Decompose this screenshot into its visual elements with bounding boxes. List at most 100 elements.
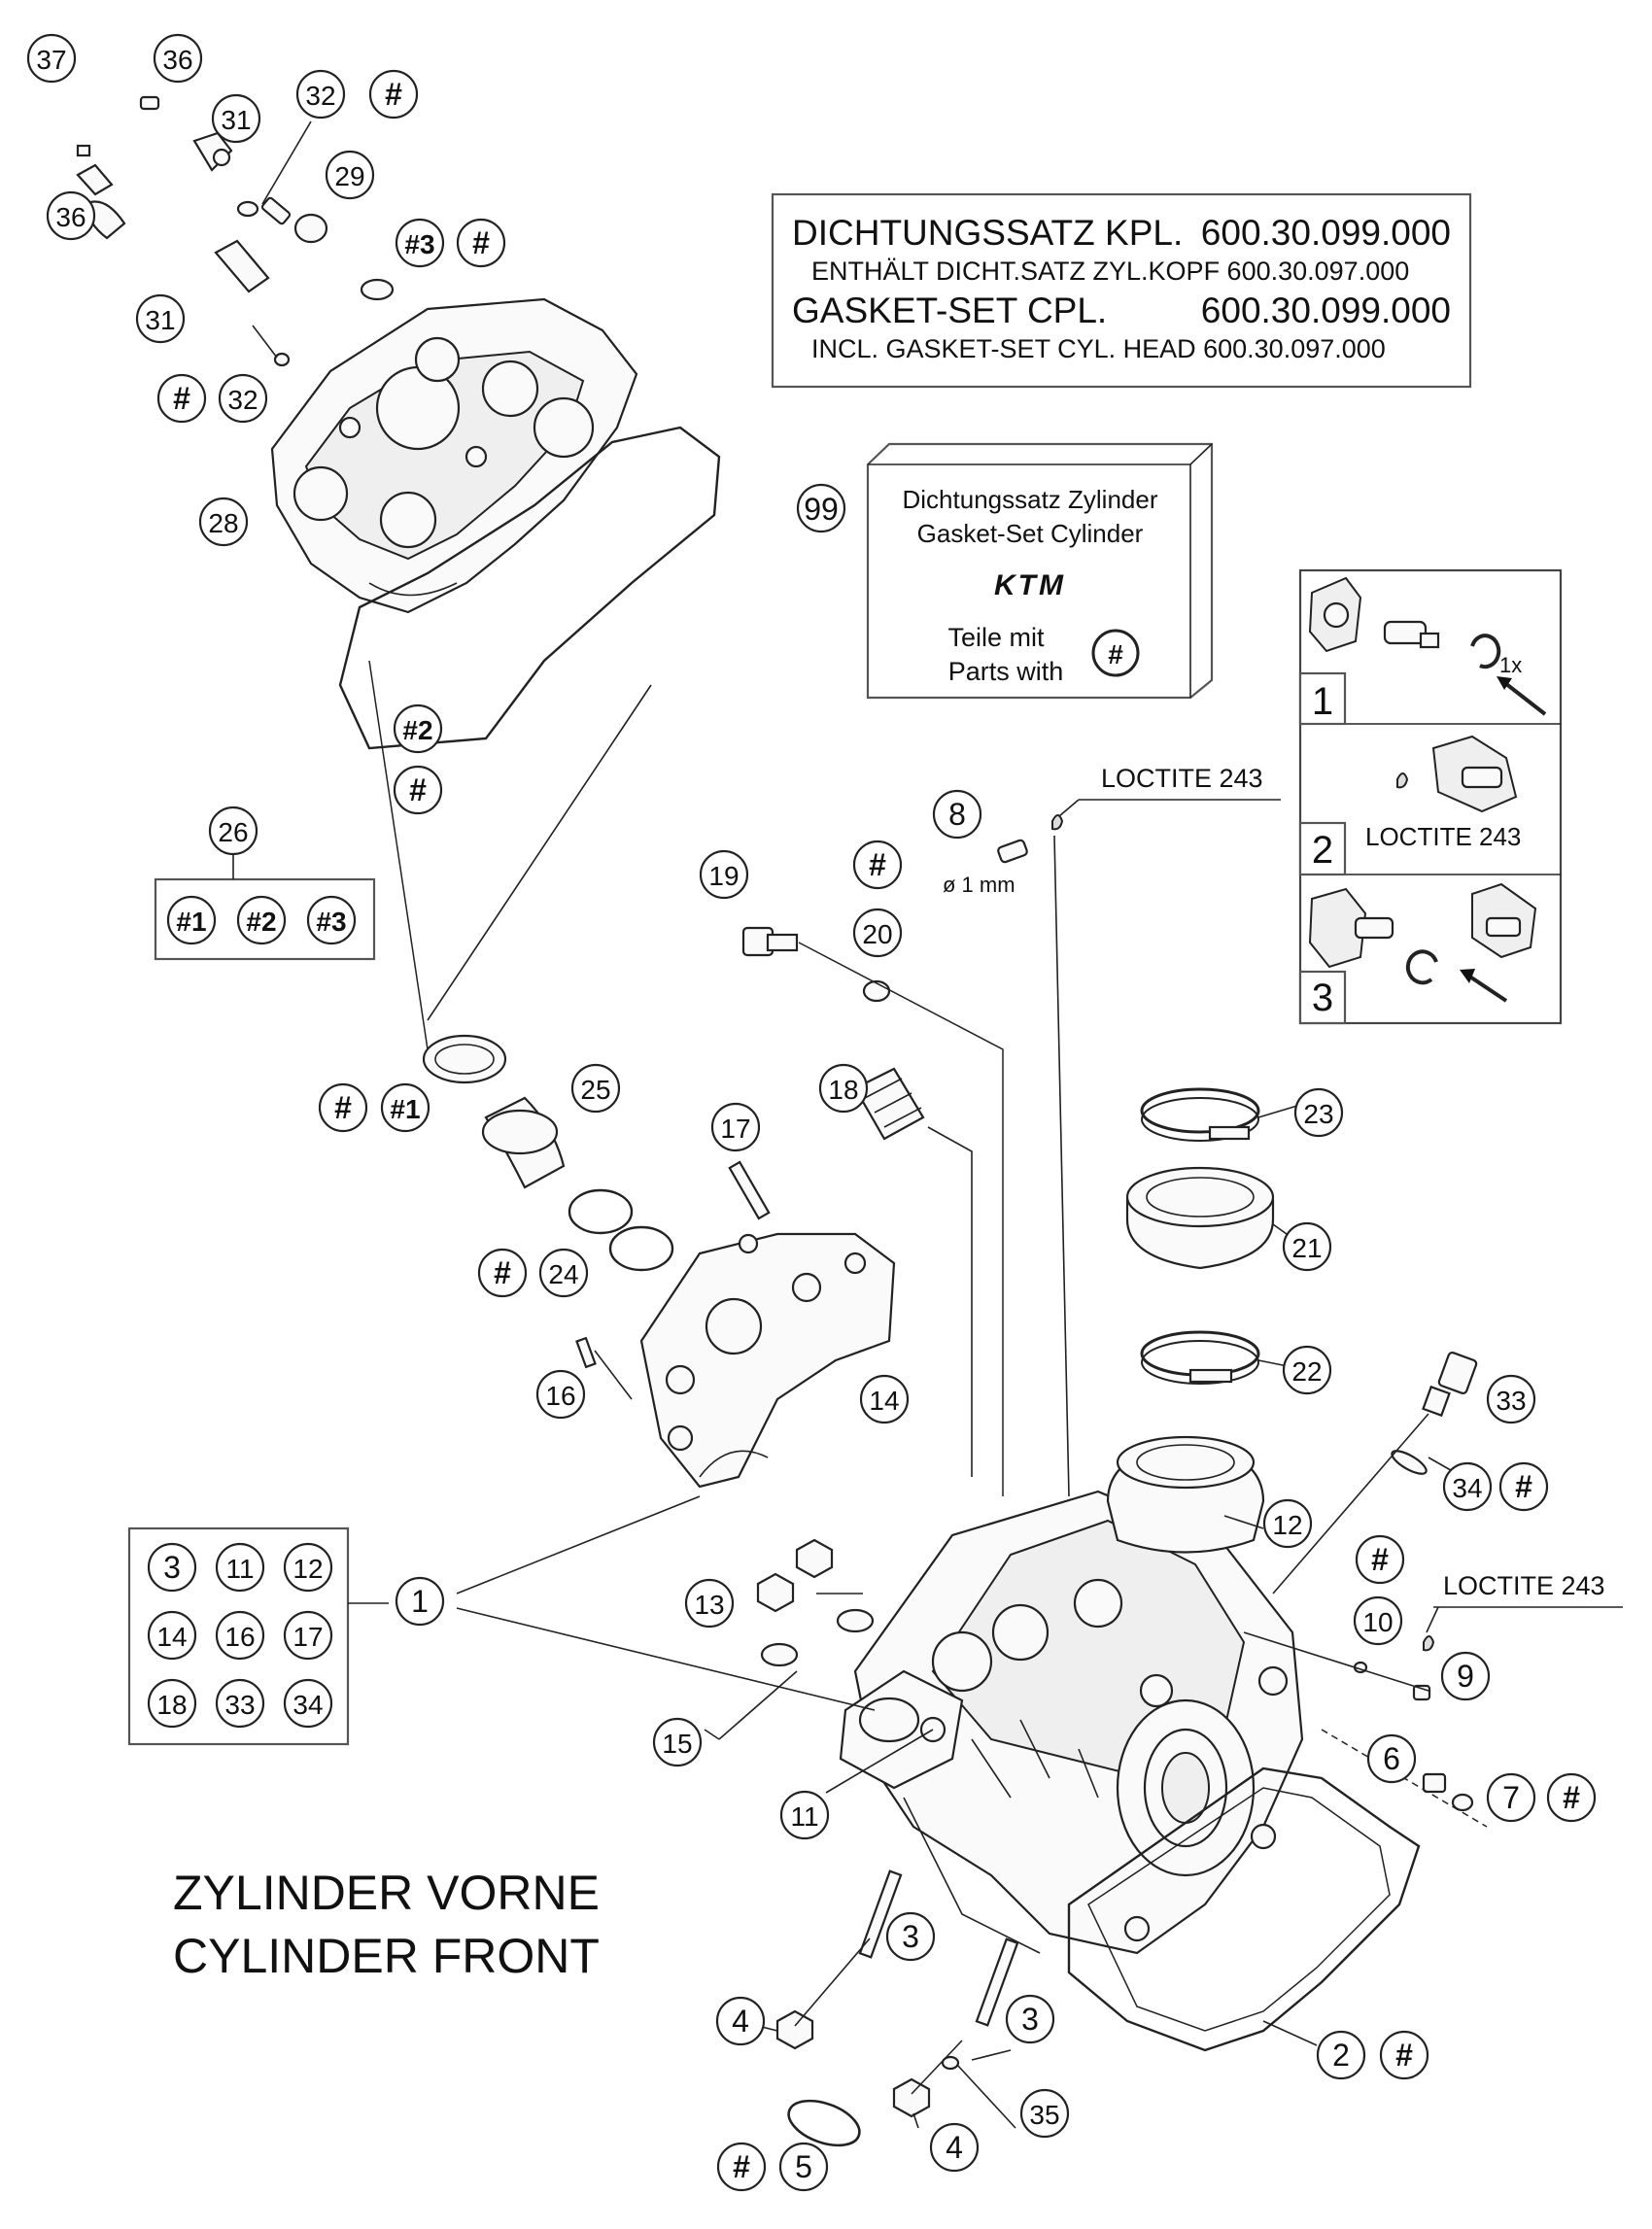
callout-p8-label: 8 xyxy=(948,797,966,832)
callout-p31b: 31 xyxy=(135,293,186,344)
callout-p34: 34 xyxy=(1442,1461,1493,1512)
group-26-item-0-label: #1 xyxy=(176,907,206,937)
group-1-item-1-label: 11 xyxy=(225,1554,254,1584)
callout-p4a-label: 4 xyxy=(732,2004,749,2039)
callout-p25-label: 25 xyxy=(580,1075,610,1105)
callout-1-label: 1 xyxy=(411,1584,429,1619)
hose-clamp-bottom xyxy=(1140,1330,1260,1385)
callout-p32b-label: 32 xyxy=(227,385,258,415)
gasket-set-en-title: GASKET-SET CPL. xyxy=(792,291,1107,330)
callout-p35-label: 35 xyxy=(1029,2100,1059,2130)
valve-cover-bolt xyxy=(76,95,395,367)
callout-p3b-label: 3 xyxy=(1021,2002,1039,2037)
callout-h2b-label: # xyxy=(1395,2038,1413,2073)
step-1-illustration: 1x xyxy=(1308,576,1547,716)
callout-h2b: # xyxy=(1379,2030,1429,2080)
callout-p5-label: 5 xyxy=(795,2149,812,2184)
callout-p32a: 32 xyxy=(295,69,346,120)
callout-p17-label: 17 xyxy=(720,1114,750,1144)
callout-h25: # xyxy=(318,1082,368,1133)
callout-p10: 10 xyxy=(1353,1595,1403,1646)
bearing-bush xyxy=(481,1096,566,1189)
callout-p13-label: 13 xyxy=(694,1590,724,1620)
callout-h34: # xyxy=(1498,1461,1549,1512)
callout-p3h-label: #3 xyxy=(404,229,434,259)
callout-h2-label: # xyxy=(409,772,427,807)
callout-p14: 14 xyxy=(859,1374,910,1424)
callout-h10-label: # xyxy=(1371,1542,1389,1577)
step-1-number: 1 xyxy=(1312,680,1333,723)
callout-p5: 5 xyxy=(778,2142,829,2192)
assembly-steps-panel: 1 1x 2 LOCTITE 243 3 xyxy=(1298,568,1563,1025)
callout-p33: 33 xyxy=(1486,1374,1536,1424)
group-26-item-1: #2 xyxy=(236,895,287,945)
callout-h32a-label: # xyxy=(385,77,402,112)
kit-mark: # xyxy=(1108,639,1123,669)
gasket-set-en-sub: INCL. GASKET-SET CYL. HEAD 600.30.097.00… xyxy=(811,334,1386,363)
step-3-illustration xyxy=(1308,882,1537,1003)
callout-p36b: 36 xyxy=(46,190,96,241)
diameter-note: ø 1 mm xyxy=(943,873,1015,897)
ktm-logo: KTM xyxy=(994,569,1066,601)
callout-h32b-label: # xyxy=(173,381,190,416)
callout-p9: 9 xyxy=(1440,1651,1491,1701)
callout-h34-label: # xyxy=(1515,1469,1532,1504)
diagram-title-en: CYLINDER FRONT xyxy=(173,1929,600,1983)
stud-right xyxy=(975,1938,1019,2027)
group-26-item-1-label: #2 xyxy=(246,907,276,937)
callout-p13: 13 xyxy=(684,1578,735,1629)
kit-line-1: Dichtungssatz Zylinder xyxy=(903,485,1158,514)
callout-h10: # xyxy=(1355,1534,1405,1585)
group-1-item-3-label: 14 xyxy=(156,1622,187,1652)
callout-p35: 35 xyxy=(1019,2088,1070,2139)
bearing-ring xyxy=(422,1034,507,1084)
group-1-item-5: 17 xyxy=(283,1610,333,1661)
callout-p6: 6 xyxy=(1366,1733,1417,1784)
callout-h32b: # xyxy=(156,373,207,424)
hose-clamp-top xyxy=(1140,1087,1260,1142)
callout-1: 1 xyxy=(395,1576,445,1627)
group-1-item-5-label: 17 xyxy=(293,1622,323,1652)
banjo-bolt xyxy=(741,926,799,957)
callout-p34-label: 34 xyxy=(1452,1473,1482,1503)
callout-p19: 19 xyxy=(699,849,749,900)
svg-text:99: 99 xyxy=(804,492,839,527)
valve-cover xyxy=(270,297,721,750)
oil-screw-6 xyxy=(1422,1772,1474,1812)
callout-p4b: 4 xyxy=(929,2122,980,2173)
callout-p16-label: 16 xyxy=(545,1381,575,1411)
group-1-item-1: 11 xyxy=(215,1542,265,1593)
callout-p12-label: 12 xyxy=(1272,1510,1302,1540)
chain-tensioner-part xyxy=(853,1067,925,1141)
kit-line-2: Gasket-Set Cylinder xyxy=(917,519,1144,548)
callout-26: 26 xyxy=(208,806,258,856)
group-1-item-8: 34 xyxy=(283,1678,333,1729)
callout-p10-label: 10 xyxy=(1362,1607,1393,1637)
callout-h20-label: # xyxy=(869,847,886,882)
step-2-number: 2 xyxy=(1312,829,1333,872)
callout-p4b-label: 4 xyxy=(946,2130,963,2165)
callout-p3b: 3 xyxy=(1005,1994,1055,2044)
callout-p20-label: 20 xyxy=(862,919,892,949)
nut-13 xyxy=(756,1538,875,1667)
kit-line-3: Teile mit xyxy=(947,623,1045,652)
callout-p20: 20 xyxy=(852,908,903,958)
callout-p11: 11 xyxy=(779,1790,830,1840)
group-1-item-2-label: 12 xyxy=(293,1554,323,1584)
step-1-note: 1x xyxy=(1499,653,1522,677)
loctite-right: LOCTITE 243 xyxy=(1443,1571,1605,1600)
kit-line-4: Parts with xyxy=(948,657,1064,686)
callout-p15: 15 xyxy=(652,1717,703,1767)
callout-h3: # xyxy=(456,218,506,268)
group-26-item-0: #1 xyxy=(166,895,217,945)
callout-p32b: 32 xyxy=(218,373,268,424)
callout-p6-label: 6 xyxy=(1383,1741,1400,1776)
group-1-item-6: 18 xyxy=(147,1678,197,1729)
group-1-item-3: 14 xyxy=(147,1610,197,1661)
callout-p36b-label: 36 xyxy=(55,202,86,232)
callout-h7: # xyxy=(1546,1772,1597,1823)
callout-99: 99 xyxy=(796,483,846,533)
step-2-text: LOCTITE 243 xyxy=(1365,822,1521,851)
